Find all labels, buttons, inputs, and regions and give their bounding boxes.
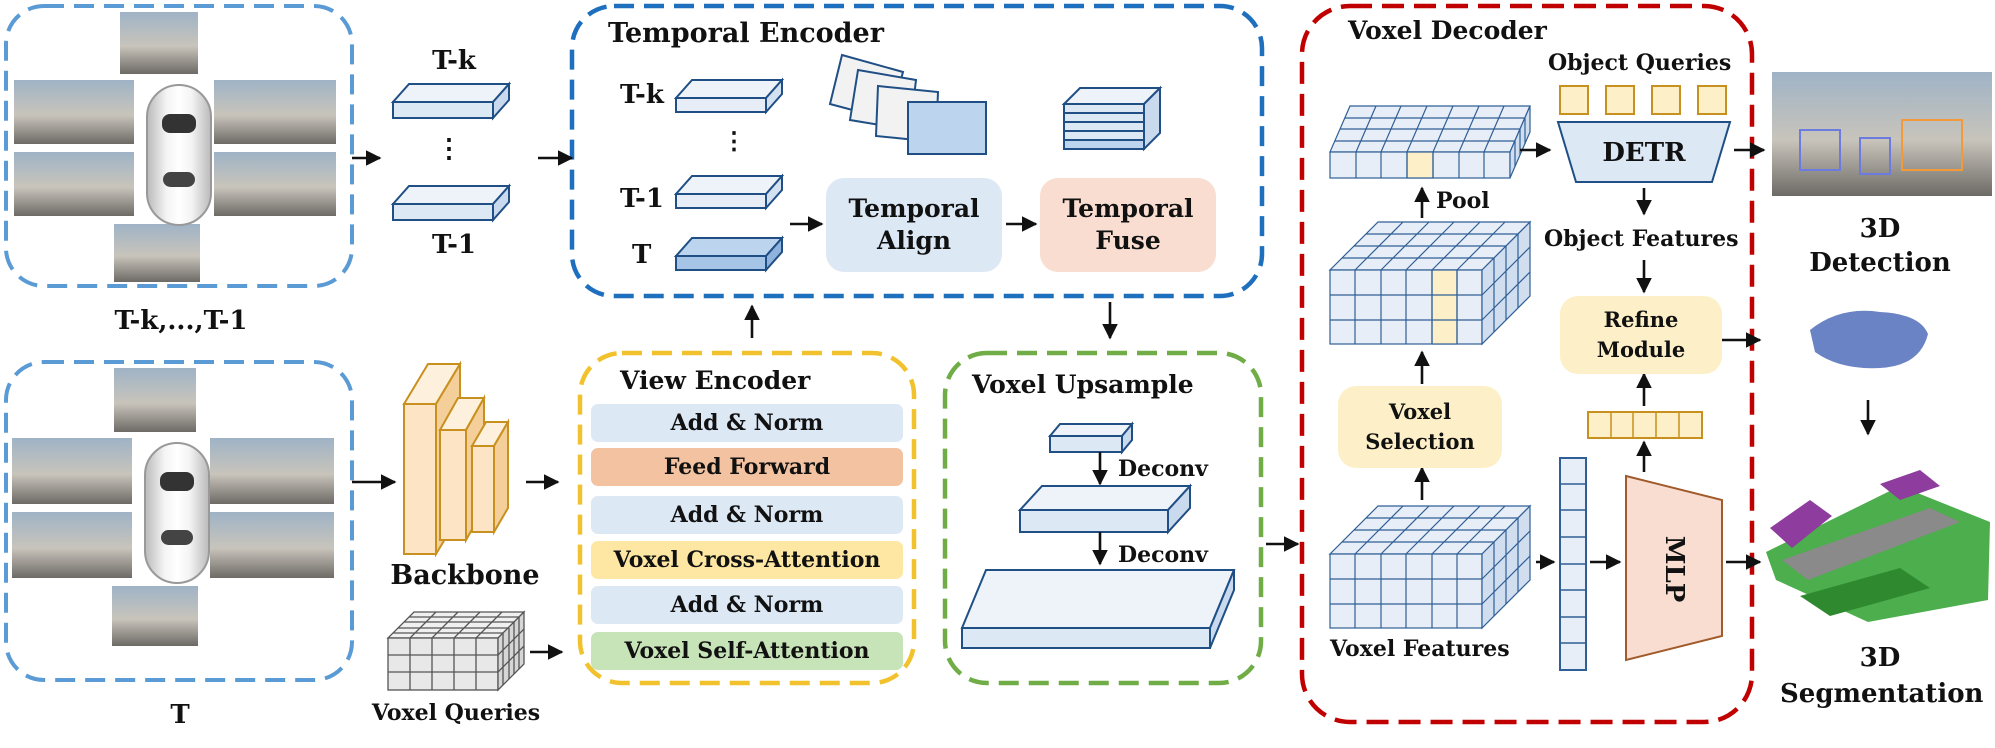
pooled-voxel-grid: [1329, 105, 1531, 179]
layer-feed-forward: Feed Forward: [591, 448, 903, 486]
layer-add-norm-2: Add & Norm: [591, 496, 903, 534]
voxel-decoder-group: [1299, 3, 1755, 725]
temporal-row-tk: T-k: [620, 80, 664, 110]
deconv-label-2: Deconv: [1118, 542, 1208, 568]
view-encoder-group: [577, 350, 917, 686]
temporal-encoder-title: Temporal Encoder: [608, 18, 884, 49]
point-cloud-icon: [1810, 310, 1928, 369]
voxel-queries-icon: [386, 610, 526, 692]
voxel-upsample-group: [942, 350, 1264, 686]
deconv-label-1: Deconv: [1118, 456, 1208, 482]
voxel-upsample-title: Voxel Upsample: [972, 370, 1194, 399]
selected-voxel-grid: [1328, 220, 1532, 346]
temporal-dots: ⋮: [722, 126, 746, 155]
layer-voxel-cross-attention: Voxel Cross-Attention: [591, 541, 903, 579]
camera-images-current: [12, 368, 334, 646]
layer-add-norm-3: Add & Norm: [591, 586, 903, 624]
current-frame-caption: T: [170, 700, 190, 730]
detr-block: [1556, 121, 1732, 183]
past-frames-caption: T-k,...,T-1: [114, 306, 248, 336]
current-frame-group: [4, 360, 354, 682]
backbone-icon: [402, 360, 510, 558]
layer-add-norm-1: Add & Norm: [591, 404, 903, 442]
voxel-features-label: Voxel Features: [1330, 636, 1510, 662]
voxel-decoder-title: Voxel Decoder: [1348, 16, 1547, 45]
detection-output-image: [1772, 72, 1992, 196]
mlp-block: [1625, 474, 1723, 662]
temporal-row-t: T: [632, 240, 652, 270]
mlp-label: MLP: [1659, 535, 1689, 603]
feature-vector: [1559, 457, 1587, 671]
backbone-label: Backbone: [390, 560, 540, 591]
flow-arrows: [352, 142, 1876, 660]
object-query-tokens: [1559, 85, 1727, 115]
rotated-frames-icon: [828, 53, 987, 155]
stack-dots: ⋮: [436, 134, 462, 164]
past-feature-slabs: [390, 81, 512, 223]
past-frames-group: [4, 4, 354, 288]
detr-label: DETR: [1602, 138, 1686, 168]
segmentation-output-image: [1766, 470, 1990, 622]
object-features-label: Object Features: [1544, 226, 1739, 252]
temporal-row-t1: T-1: [620, 184, 664, 214]
pool-label: Pool: [1436, 188, 1490, 214]
object-feature-vector: [1587, 411, 1703, 439]
fused-stack-icon: [1061, 85, 1163, 152]
upsample-slabs: [960, 421, 1236, 649]
stack-bottom-label: T-1: [432, 230, 476, 260]
stack-top-label: T-k: [432, 46, 476, 76]
layer-voxel-self-attention: Voxel Self-Attention: [591, 632, 903, 670]
voxel-queries-label: Voxel Queries: [371, 700, 541, 726]
ego-car-current: [144, 442, 210, 584]
camera-images-past: [14, 12, 336, 282]
voxel-features-grid: [1328, 504, 1532, 630]
view-encoder-title: View Encoder: [620, 366, 811, 395]
object-queries-label: Object Queries: [1548, 50, 1732, 76]
temporal-encoder-slabs: [673, 77, 785, 273]
ego-car-past: [146, 84, 212, 226]
